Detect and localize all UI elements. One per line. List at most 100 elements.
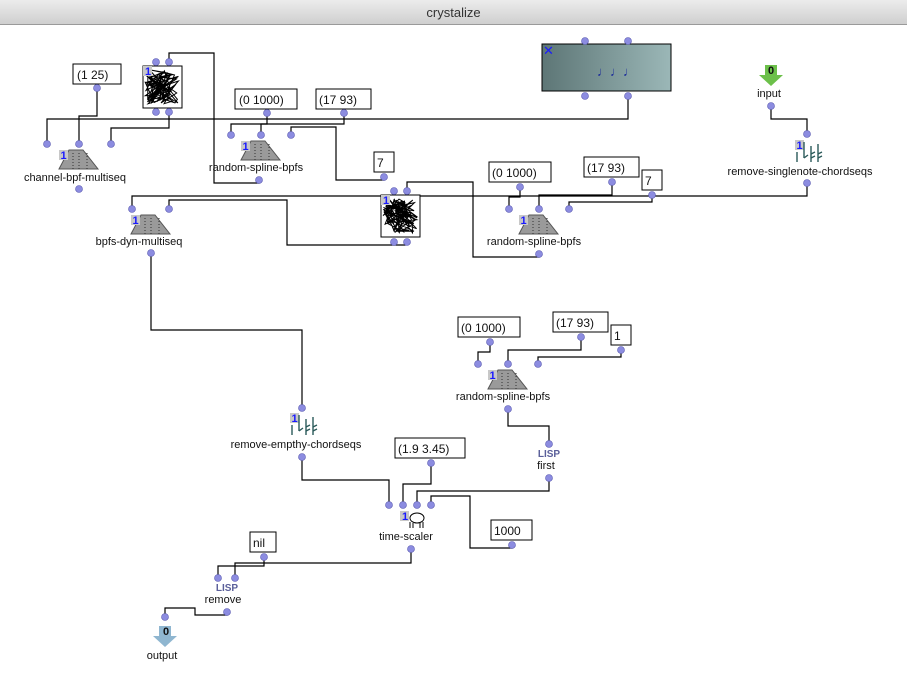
value-box-pitch-a[interactable]: (17 93) [315,88,372,110]
connection-pin[interactable] [257,131,265,139]
value-text: (0 1000) [492,166,537,180]
remove-empthy-chordseqs-box[interactable]: remove-empthy-chordseqs [231,412,362,451]
random-spline-bpfs-box-b[interactable]: random-spline-bpfs [487,214,582,248]
connection-pin[interactable] [413,501,421,509]
connection-pin[interactable] [128,205,136,213]
channel-bpf-multiseq-box[interactable]: channel-bpf-multiseq [24,149,126,184]
connection-pin[interactable] [648,191,656,199]
connection-pin[interactable] [43,140,51,148]
connection-pin[interactable] [340,109,348,117]
connection-pin[interactable] [505,205,513,213]
connection-pin[interactable] [263,109,271,117]
connection-pin[interactable] [427,459,435,467]
connection-pin[interactable] [803,130,811,138]
value-box-num-a[interactable]: 7 [373,151,395,173]
connection-pin[interactable] [545,440,553,448]
multiseq-object[interactable]: ✕ ♩♩♩ [541,43,672,92]
value-text: (17 93) [556,316,594,330]
connection-pin[interactable] [214,574,222,582]
lisp-remove-box[interactable]: LISP remove [205,583,242,606]
connection-pin[interactable] [565,205,573,213]
connection-pin[interactable] [608,178,616,186]
lisp-first-box[interactable]: LISP first [537,449,560,472]
value-box-num-c[interactable]: 1 [610,324,632,346]
random-spline-bpfs-box-c[interactable]: random-spline-bpfs [456,369,551,403]
connection-pin[interactable] [298,404,306,412]
connection-pin[interactable] [223,608,231,616]
connection-pin[interactable] [152,58,160,66]
connection-pin[interactable] [385,501,393,509]
connection-pin[interactable] [624,92,632,100]
value-box-duration[interactable]: 1000 [490,519,533,541]
connection-pin[interactable] [161,613,169,621]
box-label: random-spline-bpfs [456,391,551,403]
connection-pin[interactable] [390,187,398,195]
connection-pin[interactable] [545,474,553,482]
connection-pin[interactable] [107,140,115,148]
connection-pin[interactable] [147,249,155,257]
connection-pin[interactable] [516,183,524,191]
value-box-num-b[interactable]: 7 [641,169,663,191]
connection-pin[interactable] [75,140,83,148]
connection-pin[interactable] [581,92,589,100]
connection-pin[interactable] [403,238,411,246]
connection-pin[interactable] [803,179,811,187]
output-label: output [147,650,178,662]
connection-pin[interactable] [535,250,543,258]
connection-pin[interactable] [255,176,263,184]
connection-pin[interactable] [399,501,407,509]
connection-pin[interactable] [152,108,160,116]
connection-pin[interactable] [407,545,415,553]
random-spline-bpfs-box-a[interactable]: random-spline-bpfs [209,140,304,174]
connection-pin[interactable] [504,360,512,368]
connection-pins[interactable] [43,37,811,621]
input-index: 0 [768,65,774,77]
connection-pin[interactable] [403,187,411,195]
value-box-range-c[interactable]: (0 1000) [457,316,521,338]
connection-pin[interactable] [165,108,173,116]
connection-pin[interactable] [298,453,306,461]
notes-icon: ♩♩♩ [597,64,636,79]
output-box[interactable]: 0 output [147,626,178,662]
connection-pin[interactable] [474,360,482,368]
time-scaler-box[interactable]: 1 time-scaler [379,511,433,543]
value-box-nil[interactable]: nil [249,531,277,553]
connection-pin[interactable] [617,346,625,354]
badge: 1 [383,195,389,207]
input-box[interactable]: 0 input [757,65,783,100]
connection-pin[interactable] [508,541,516,549]
value-box-scale-range[interactable]: (1.9 3.45) [394,437,466,459]
bpf-object-2[interactable]: 1 [380,194,421,238]
connection-pin[interactable] [227,131,235,139]
connection-pin[interactable] [287,131,295,139]
connection-pin[interactable] [380,173,388,181]
connection-pin[interactable] [534,360,542,368]
input-label: input [757,88,781,100]
connection-pin[interactable] [165,58,173,66]
bpfs-dyn-multiseq-box[interactable]: bpfs-dyn-multiseq [96,214,183,248]
connection-pin[interactable] [231,574,239,582]
connection-pin[interactable] [767,102,775,110]
connection-pin[interactable] [93,84,101,92]
connection-pin[interactable] [535,205,543,213]
bpf-object-1[interactable]: 1 [142,65,183,109]
connection-pin[interactable] [581,37,589,45]
connection-pin[interactable] [390,238,398,246]
close-x-icon[interactable]: ✕ [543,43,554,58]
connection-pin[interactable] [624,37,632,45]
remove-singlenote-chordseqs-box[interactable]: remove-singlenote-chordseqs [728,139,873,178]
patch-canvas[interactable]: 1 1 (1 25 [0,25,907,688]
connection-pin[interactable] [504,405,512,413]
connection-pin[interactable] [260,553,268,561]
value-box-1-25[interactable]: (1 25) [72,63,122,85]
value-box-range-b[interactable]: (0 1000) [488,161,552,183]
bpf-function-icon [240,140,281,161]
connection-pin[interactable] [165,205,173,213]
value-box-pitch-c[interactable]: (17 93) [552,311,609,333]
connection-pin[interactable] [486,338,494,346]
value-box-pitch-b[interactable]: (17 93) [583,156,640,178]
value-box-range-a[interactable]: (0 1000) [234,88,298,110]
connection-pin[interactable] [75,185,83,193]
connection-pin[interactable] [427,501,435,509]
connection-pin[interactable] [577,333,585,341]
